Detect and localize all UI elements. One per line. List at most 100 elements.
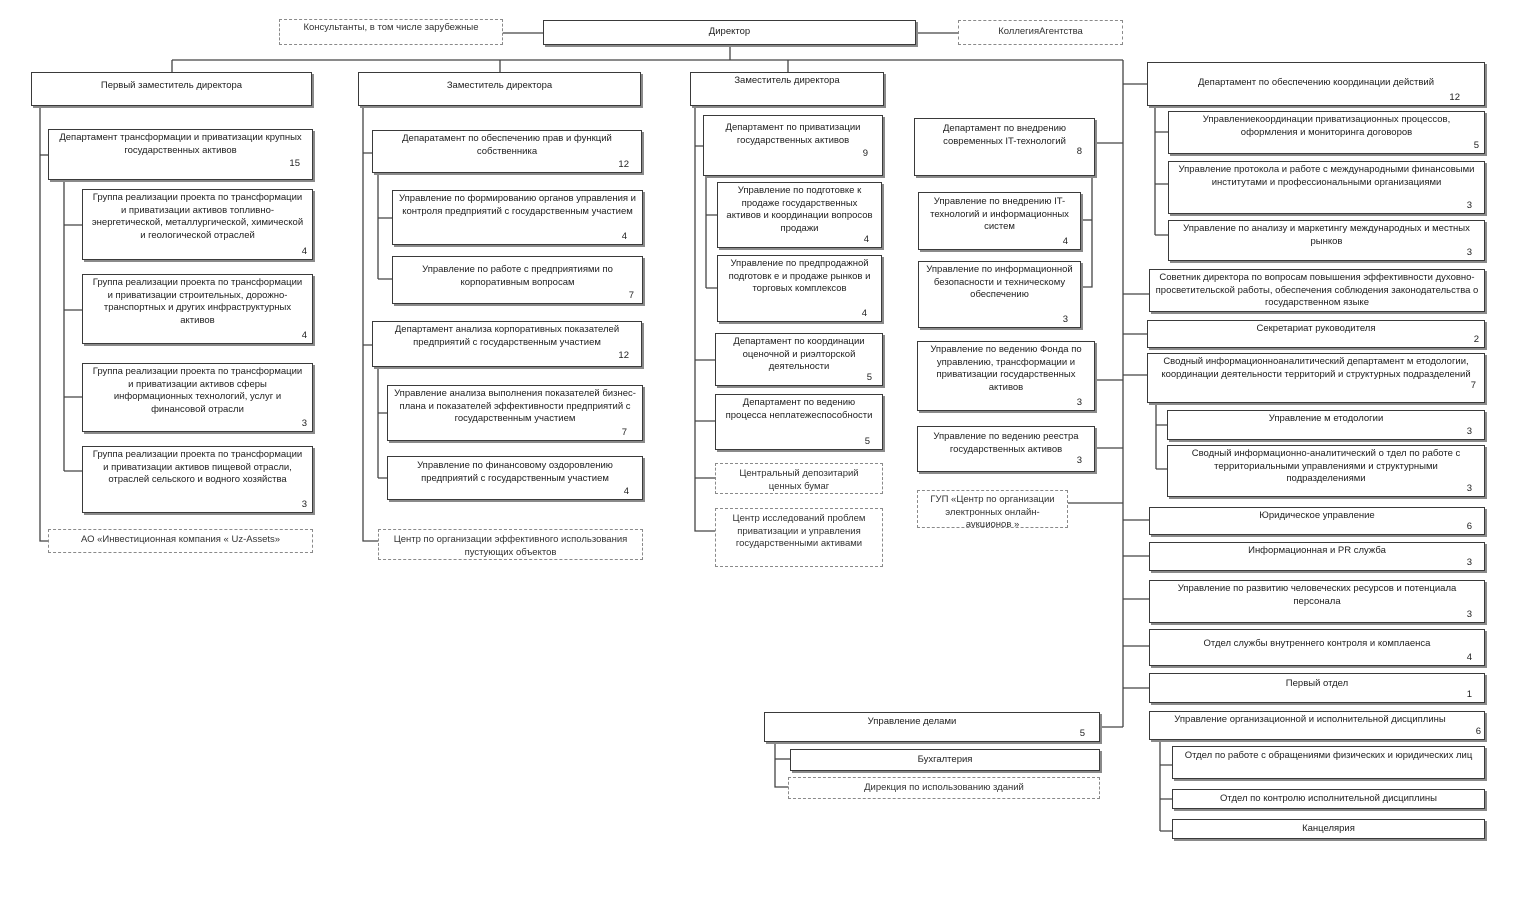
compliance-box: Отдел службы внутреннего контроля и комп…	[1149, 629, 1485, 666]
col2-dept2-label: Департамент анализа корпоративных показа…	[394, 324, 620, 348]
col2-sub2-2-count: 4	[623, 485, 629, 497]
col3-dept2-box: Департамент по координации оценочной и р…	[715, 333, 883, 386]
col1-dept-label: Департамент трансформации и приватизации…	[59, 132, 302, 156]
analytics-label: Сводный информационноаналитический депар…	[1161, 356, 1471, 380]
uz-assets-label: АО «Инвестиционная компания « Uz-Assets»	[80, 534, 281, 545]
it-dept-box: Департамент по внедрению современных IT-…	[914, 118, 1095, 176]
pr-label: Информационная и PR служба	[1248, 545, 1386, 556]
secretariat-count: 2	[1473, 333, 1479, 345]
territorial-count: 3	[1466, 482, 1472, 494]
hr-label: Управление по развитию человеческих ресу…	[1177, 583, 1457, 607]
secretariat-label: Секретариат руководителя	[1256, 323, 1376, 334]
deputy-3-box: Заместитель директора	[690, 72, 884, 106]
it-dept-label: Департамент по внедрению современных IT-…	[942, 123, 1067, 147]
col2-dept2-box: Департамент анализа корпоративных показа…	[372, 321, 642, 367]
col3-sub1-1-count: 4	[863, 233, 869, 245]
col1-dept-box: Департамент трансформации и приватизации…	[48, 129, 313, 180]
coord-sub-1-label: Управлениекоординации приватизационных п…	[1202, 114, 1451, 138]
col2-sub1-2: Управление по работе с предприятиями по …	[392, 256, 643, 304]
col2-dept1-label: Депаратамент по обеспечению прав и функц…	[402, 133, 612, 157]
hr-box: Управление по развитию человеческих ресу…	[1149, 580, 1485, 623]
consultants-label: Консультанты, в том числе зарубежные	[303, 22, 479, 33]
hr-count: 3	[1466, 608, 1472, 620]
analytics-box: Сводный информационноаналитический депар…	[1147, 353, 1485, 403]
director-box: Директор	[543, 20, 916, 45]
col2-sub2-2: Управление по финансовому оздоровлению п…	[387, 456, 643, 500]
col3-dept2-count: 5	[866, 371, 872, 383]
col3-sub1-1-label: Управление по подготовке к продаже госуд…	[726, 185, 873, 234]
col2-sub2-1-count: 7	[621, 426, 627, 438]
coord-sub-2-count: 3	[1466, 199, 1472, 211]
col3-dept3-label: Департамент по ведению процесса неплатеж…	[725, 397, 873, 421]
col1-group-3-count: 3	[301, 417, 307, 429]
col2-dept1-count: 12	[618, 158, 629, 170]
collegium-label: КоллегияАгентства	[998, 26, 1083, 37]
coord-sub-2: Управление протокола и работе с междунар…	[1168, 161, 1485, 214]
buildings-box: Дирекция по использованию зданий	[788, 777, 1100, 799]
vacant-objects-center-label: Центр по организации эффективного исполь…	[393, 534, 628, 558]
gup-label: ГУП «Центр по организации электронных он…	[930, 494, 1055, 528]
col1-group-4-label: Группа реализации проекта по трансформац…	[92, 449, 303, 485]
col2-sub1-2-label: Управление по работе с предприятиями по …	[422, 264, 613, 288]
first-dept-box: Первый отдел 1	[1149, 673, 1485, 703]
col1-group-4: Группа реализации проекта по трансформац…	[82, 446, 313, 513]
col2-sub1-1-count: 4	[621, 230, 627, 242]
col2-sub1-2-count: 7	[628, 289, 634, 301]
affairs-count: 5	[1079, 727, 1085, 739]
col2-sub2-1-label: Управление анализа выполнения показателе…	[394, 388, 636, 424]
first-deputy-box: Первый заместитель директора	[31, 72, 312, 106]
col2-sub1-1-label: Управление по формированию органов управ…	[399, 193, 636, 217]
coord-sub-3-label: Управление по анализу и маркетингу между…	[1183, 223, 1470, 247]
compliance-count: 4	[1466, 651, 1472, 663]
discipline-label: Управление организационной и исполнитель…	[1174, 714, 1446, 725]
it-sub-1-count: 4	[1062, 235, 1068, 247]
col2-sub1-1: Управление по формированию органов управ…	[392, 190, 643, 245]
methodology-count: 3	[1466, 425, 1472, 437]
coord-sub-2-label: Управление протокола и работе с междунар…	[1178, 164, 1475, 188]
registry-label: Управление по ведению реестра государств…	[933, 431, 1079, 455]
vacant-objects-center: Центр по организации эффективного исполь…	[378, 529, 643, 560]
col2-dept2-count: 12	[618, 349, 629, 361]
appeals-label: Отдел по работе с обращениями физических…	[1184, 750, 1473, 761]
coord-dept-label: Департамент по обеспечению координации д…	[1197, 77, 1435, 88]
col2-sub2-1: Управление анализа выполнения показателе…	[387, 385, 643, 441]
col2-sub2-2-label: Управление по финансовому оздоровлению п…	[417, 460, 613, 484]
fund-box: Управление по ведению Фонда по управлени…	[917, 341, 1095, 411]
col1-group-4-count: 3	[301, 498, 307, 510]
first-deputy-label: Первый заместитель директора	[100, 80, 243, 91]
secretariat-box: Секретариат руководителя 2	[1147, 320, 1485, 348]
coord-sub-3-count: 3	[1466, 246, 1472, 258]
depository-label: Центральный депозитарий ценных бумаг	[739, 468, 859, 492]
col1-group-2-count: 4	[301, 329, 307, 341]
col3-dept1-box: Департамент по приватизации государствен…	[703, 115, 883, 176]
legal-box: Юридическое управление 6	[1149, 507, 1485, 535]
methodology-label: Управление м етодологии	[1268, 413, 1384, 424]
exec-control-label: Отдел по контролю исполнительной дисципл…	[1220, 793, 1437, 804]
first-dept-count: 1	[1466, 688, 1472, 700]
chancellery-label: Канцелярия	[1302, 823, 1355, 834]
accounting-label: Бухгалтерия	[917, 754, 973, 765]
it-sub-1: Управление по внедрению IT-технологий и …	[918, 192, 1081, 250]
chancellery-box: Канцелярия	[1172, 819, 1485, 839]
col2-dept1-box: Депаратамент по обеспечению прав и функц…	[372, 130, 642, 173]
col3-dept1-label: Департамент по приватизации государствен…	[725, 122, 861, 146]
advisor-label: Советник директора по вопросам повышения…	[1155, 272, 1479, 308]
it-sub-2-count: 3	[1062, 313, 1068, 325]
col1-group-3-label: Группа реализации проекта по трансформац…	[92, 366, 303, 415]
legal-count: 6	[1466, 520, 1472, 532]
col3-dept1-count: 9	[862, 147, 868, 159]
depository-box: Центральный депозитарий ценных бумаг	[715, 463, 883, 494]
discipline-box: Управление организационной и исполнитель…	[1149, 711, 1485, 740]
col3-sub1-2-count: 4	[861, 307, 867, 319]
col3-sub1-2-label: Управление по предпродажной подготовк е …	[728, 258, 871, 294]
collegium-box: КоллегияАгентства	[958, 20, 1123, 45]
accounting-box: Бухгалтерия	[790, 749, 1100, 771]
it-sub-2-label: Управление по информационной безопасност…	[926, 264, 1073, 300]
col1-group-1-count: 4	[301, 245, 307, 257]
uz-assets-box: АО «Инвестиционная компания « Uz-Assets»	[48, 529, 313, 553]
exec-control-box: Отдел по контролю исполнительной дисципл…	[1172, 789, 1485, 809]
deputy-3-label: Заместитель директора	[734, 75, 840, 86]
analytics-count: 7	[1470, 379, 1476, 391]
